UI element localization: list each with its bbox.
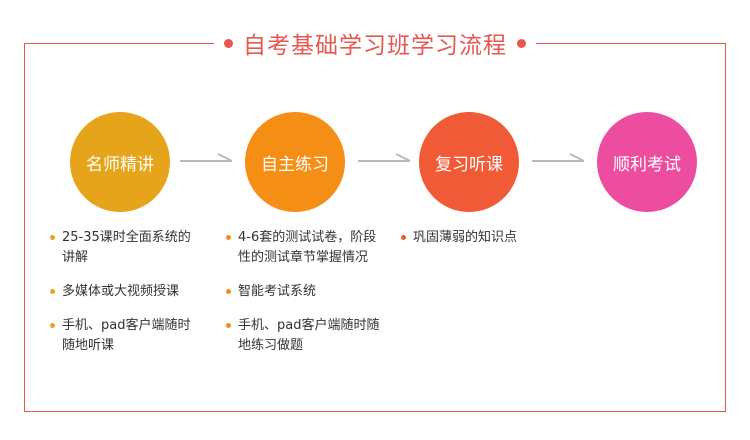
arrow-2-icon xyxy=(358,153,411,162)
step-4-circle: 顺利考试 xyxy=(597,112,697,212)
list-item: 智能考试系统 xyxy=(226,282,382,302)
step-2-label: 自主练习 xyxy=(261,154,329,175)
step-2-item-1: 4-6套的测试试卷，阶段性的测试章节掌握情况 xyxy=(238,230,377,265)
page-title: 自考基础学习班学习流程 xyxy=(243,33,507,59)
step-1-item-3: 手机、pad客户端随时随地听课 xyxy=(62,318,191,353)
step-2-item-3: 手机、pad客户端随时随地练习做题 xyxy=(238,318,380,353)
bullet-icon xyxy=(50,235,55,240)
arrow-3-icon xyxy=(532,153,585,162)
list-item: 手机、pad客户端随时随地听课 xyxy=(50,316,200,356)
step-1-item-2: 多媒体或大视频授课 xyxy=(62,284,180,299)
step-3-item-1: 巩固薄弱的知识点 xyxy=(413,230,518,245)
list-item: 手机、pad客户端随时随地练习做题 xyxy=(226,316,382,356)
title-left-dot xyxy=(224,38,233,48)
step-2-details: 4-6套的测试试卷，阶段性的测试章节掌握情况 智能考试系统 手机、pad客户端随… xyxy=(226,228,382,370)
bullet-icon xyxy=(226,289,231,294)
step-2-item-2: 智能考试系统 xyxy=(238,284,317,299)
list-item: 25-35课时全面系统的讲解 xyxy=(50,228,200,268)
step-1-details: 25-35课时全面系统的讲解 多媒体或大视频授课 手机、pad客户端随时随地听课 xyxy=(50,228,200,370)
list-item: 4-6套的测试试卷，阶段性的测试章节掌握情况 xyxy=(226,228,382,268)
arrow-1-icon xyxy=(180,153,233,162)
step-1-item-1: 25-35课时全面系统的讲解 xyxy=(62,230,191,265)
bullet-icon xyxy=(226,235,231,240)
bullet-icon xyxy=(50,289,55,294)
step-3-label: 复习听课 xyxy=(435,154,503,175)
bullet-icon xyxy=(226,323,231,328)
list-item: 巩固薄弱的知识点 xyxy=(401,228,571,248)
step-2-circle: 自主练习 xyxy=(245,112,345,212)
list-item: 多媒体或大视频授课 xyxy=(50,282,200,302)
step-3-circle: 复习听课 xyxy=(419,112,519,212)
step-1-circle: 名师精讲 xyxy=(70,112,170,212)
bullet-icon xyxy=(50,323,55,328)
step-1-label: 名师精讲 xyxy=(86,154,154,175)
title-right-dot xyxy=(517,38,526,48)
bullet-icon xyxy=(401,235,406,240)
title-bar: 自考基础学习班学习流程 xyxy=(0,26,750,60)
step-4-label: 顺利考试 xyxy=(613,154,681,175)
title-inner: 自考基础学习班学习流程 xyxy=(214,26,536,60)
step-3-details: 巩固薄弱的知识点 xyxy=(401,228,571,262)
